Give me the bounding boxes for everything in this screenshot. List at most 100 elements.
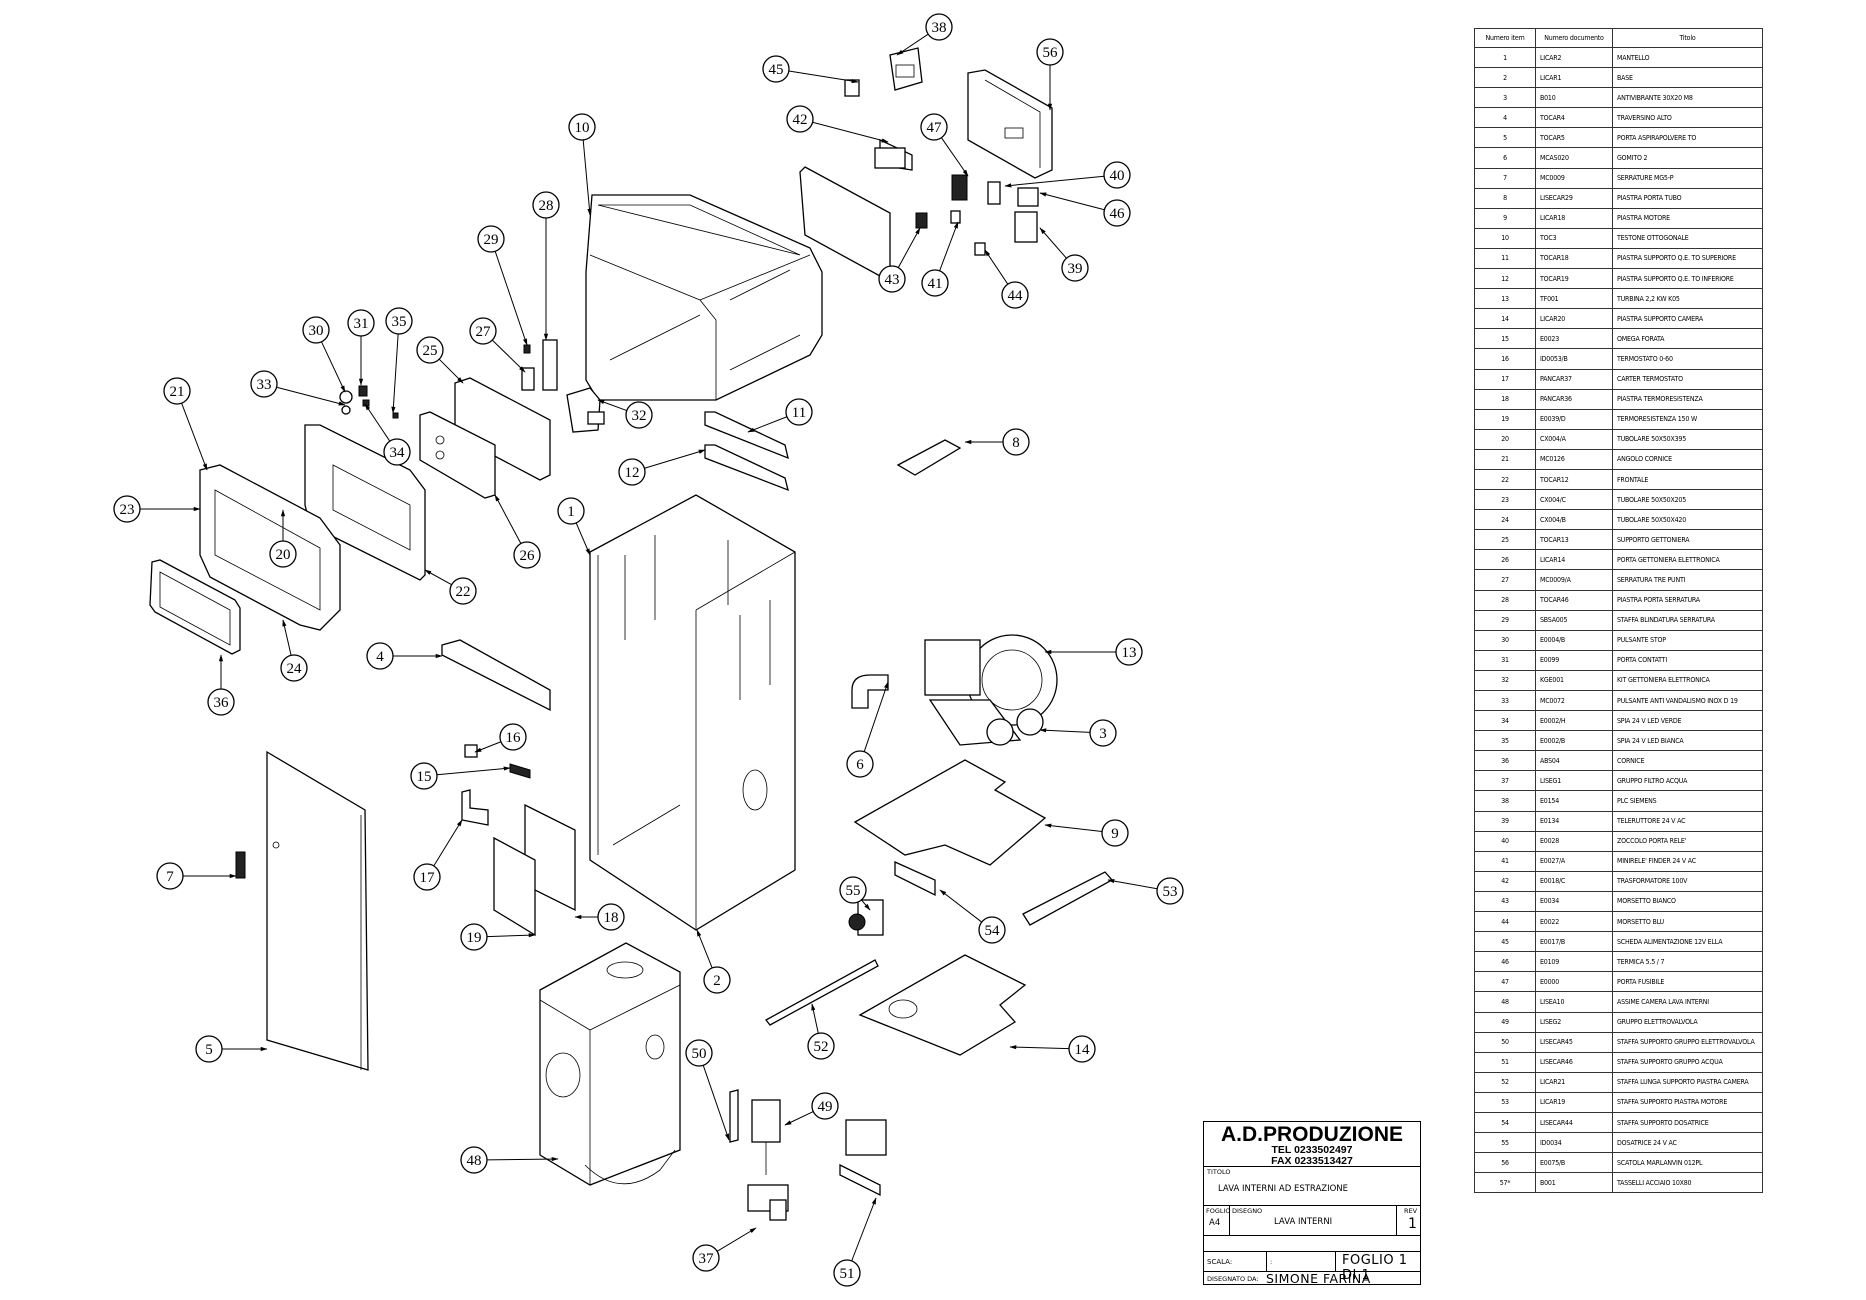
item-balloon: 13 — [1115, 638, 1143, 666]
bom-document-number: E0099 — [1535, 649, 1613, 671]
bom-item-number: 15 — [1474, 328, 1536, 350]
item-balloon: 8 — [1002, 428, 1030, 456]
balloon-number: 31 — [354, 316, 369, 332]
bom-document-number: PANCAR37 — [1535, 368, 1613, 390]
bom-title: CARTER TERMOSTATO — [1612, 368, 1763, 390]
bom-document-number: CX004/B — [1535, 509, 1613, 531]
balloon-number: 37 — [699, 1251, 715, 1267]
bom-document-number: LISECAR45 — [1535, 1031, 1613, 1053]
leader-line — [582, 139, 592, 216]
part-coin-support — [419, 377, 551, 499]
leader-line — [747, 416, 788, 433]
item-balloon: 46 — [1103, 199, 1131, 227]
bom-title: PIASTRA SUPPORTO Q.E. TO INFERIORE — [1612, 268, 1763, 290]
part-white-led — [392, 412, 399, 419]
bom-title: MANTELLO — [1612, 46, 1763, 69]
part-water-filter — [747, 1184, 789, 1221]
balloon-number: 8 — [1012, 435, 1020, 451]
balloon-number: 10 — [575, 120, 590, 136]
part-camera-plate — [858, 954, 1027, 1056]
item-balloon: 43 — [878, 265, 906, 293]
bom-document-number: LISEG1 — [1535, 770, 1613, 792]
balloon-number: 43 — [885, 272, 900, 288]
bom-document-number: MC0009 — [1535, 167, 1613, 189]
bom-title: PORTA GETTONIERA ELETTRONICA — [1612, 549, 1763, 571]
disegnato-value: SIMONE FARINA — [1266, 1271, 1371, 1286]
item-balloon: 19 — [460, 923, 488, 951]
company-fax: FAX 0233513427 — [1271, 1155, 1353, 1167]
bom-item-number: 1 — [1474, 46, 1536, 69]
bom-document-number: LISEA10 — [1535, 991, 1613, 1013]
bom-item-number: 24 — [1474, 509, 1536, 531]
bom-document-number: E0039/D — [1535, 408, 1613, 430]
item-balloon: 37 — [692, 1244, 720, 1272]
bom-title: PIASTRA PORTA SERRATURA — [1612, 589, 1763, 611]
bom-title: MINIRELE' FINDER 24 V AC — [1612, 850, 1763, 872]
bom-item-number: 28 — [1474, 589, 1536, 611]
bom-title: GRUPPO ELETTROVALVOLA — [1612, 1011, 1763, 1033]
bom-title: BASE — [1612, 67, 1763, 89]
balloon-number: 28 — [539, 198, 554, 214]
item-balloon: 39 — [1061, 254, 1089, 282]
leader-line — [597, 399, 627, 412]
leader-line — [1107, 879, 1158, 890]
bom-header-title: Titolo — [1612, 28, 1763, 48]
item-balloon: 31 — [347, 309, 375, 337]
bom-title: TELERUTTORE 24 V AC — [1612, 810, 1763, 832]
part-stop-button — [339, 390, 353, 404]
bom-item-number: 51 — [1474, 1051, 1536, 1073]
company-name: A.D.PRODUZIONE — [1220, 1123, 1403, 1146]
bom-title: MORSETTO BIANCO — [1612, 890, 1763, 913]
bom-document-number: SBSA005 — [1535, 609, 1613, 631]
leader-line — [321, 341, 346, 393]
part-elbow — [851, 674, 889, 709]
bom-item-number: 26 — [1474, 549, 1536, 571]
bom-item-number: 14 — [1474, 308, 1536, 330]
bom-title: PIASTRA MOTORE — [1612, 207, 1763, 229]
scala-row: SCALA: : FOGLIO 1 DI 1 — [1204, 1251, 1420, 1283]
item-balloon: 9 — [1101, 819, 1129, 847]
bom-document-number: CX004/C — [1535, 489, 1613, 511]
bom-title: SCHEDA ALIMENTAZIONE 12V ELLA — [1612, 931, 1763, 953]
item-balloon: 56 — [1036, 38, 1064, 66]
bom-title: TASSELLI ACCIAIO 10X80 — [1612, 1172, 1763, 1194]
balloon-number: 56 — [1043, 45, 1059, 61]
bom-document-number: MC0072 — [1535, 689, 1613, 712]
leader-line — [788, 70, 859, 84]
bom-item-number: 48 — [1474, 991, 1536, 1013]
bom-document-number: E0027/A — [1535, 850, 1613, 872]
leader-line — [474, 741, 502, 753]
bom-document-number: E0017/B — [1535, 931, 1613, 953]
bom-title: TRASFORMATORE 100V — [1612, 870, 1763, 892]
bom-document-number: MCAS020 — [1535, 147, 1613, 169]
part-motor-plate — [853, 759, 1047, 866]
balloon-number: 19 — [467, 930, 482, 946]
bom-item-number: 3 — [1474, 87, 1536, 109]
part-valve-bracket — [729, 1089, 739, 1143]
leader-line — [1039, 192, 1105, 211]
balloon-number: 32 — [632, 408, 647, 424]
leader-line — [784, 1111, 814, 1126]
leader-line — [491, 339, 526, 373]
balloon-number: 36 — [214, 695, 230, 711]
bom-document-number: TOC3 — [1535, 227, 1613, 249]
title-block: A.D.PRODUZIONE TEL 0233502497 FAX 023351… — [1203, 1121, 1421, 1286]
bom-document-number: B001 — [1535, 1172, 1613, 1194]
bom-item-number: 20 — [1474, 428, 1536, 450]
balloon-number: 40 — [1110, 168, 1125, 184]
bom-document-number: E0000 — [1535, 971, 1613, 993]
balloon-number: 25 — [423, 343, 438, 359]
